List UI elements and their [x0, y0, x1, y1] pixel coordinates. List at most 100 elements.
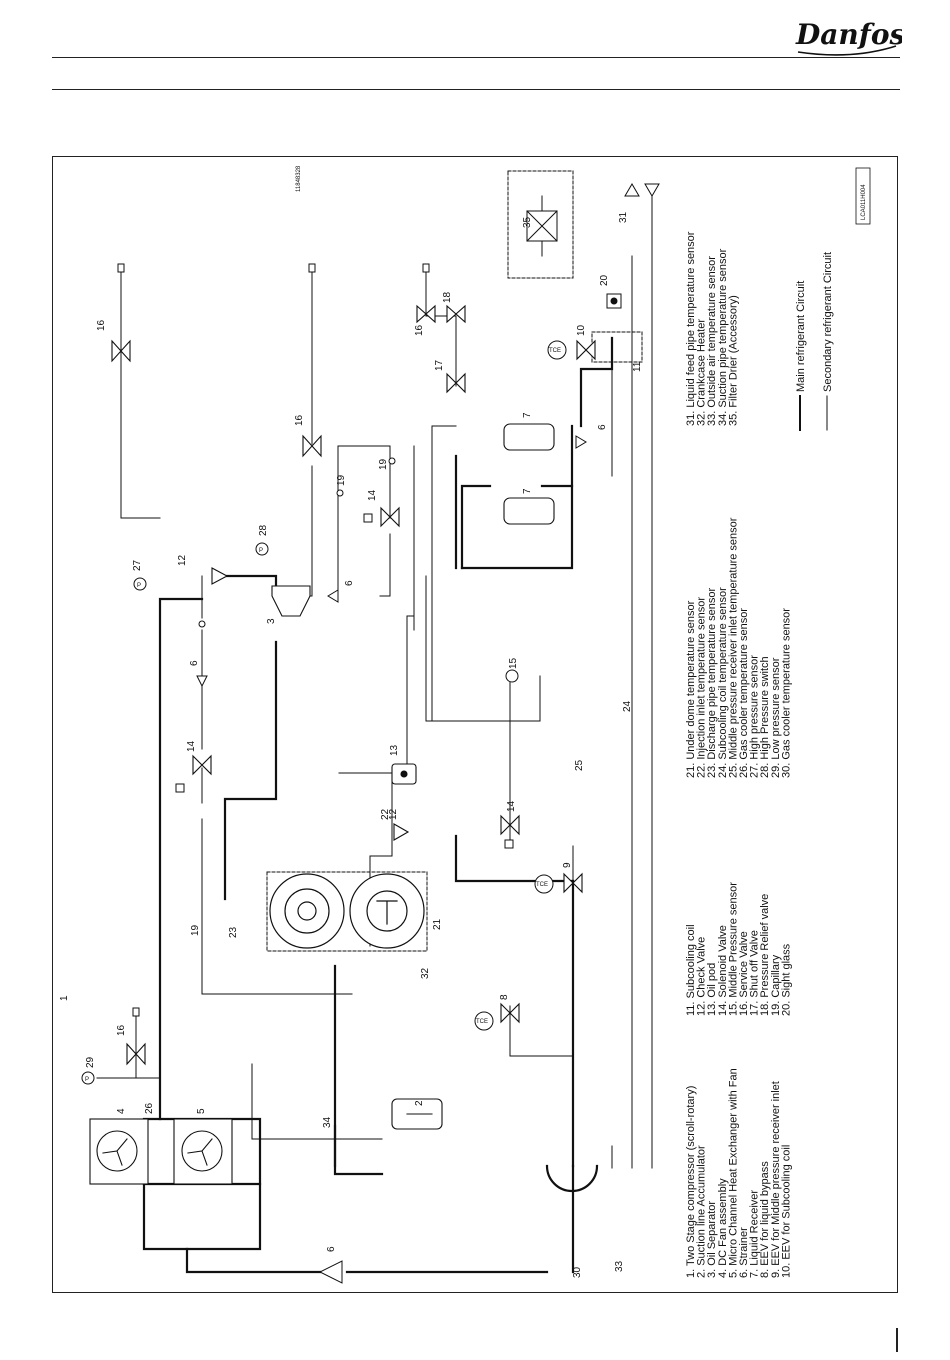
- label-6d: 6: [597, 424, 608, 430]
- refrigerant-circuit-diagram: TCE TCE TCE P P P 1 2: [52, 156, 898, 1293]
- label-20: 20: [599, 274, 610, 286]
- label-33: 33: [614, 1260, 625, 1272]
- drawing-code: LCA011H004: [861, 184, 867, 220]
- legend-item: 5. Micro Channel Heat Exchanger with Fan: [727, 1068, 739, 1278]
- label-15: 15: [508, 657, 519, 669]
- strainer: [196, 435, 587, 1284]
- legend-item: 34. Suction pipe temperature sensor: [717, 248, 729, 426]
- legend-item: 35. Filter Drier (Accessory): [727, 295, 739, 426]
- solenoid-coils: [175, 513, 514, 849]
- label-23: 23: [228, 926, 239, 938]
- legend-item: 3. Oil Separator: [706, 1201, 718, 1278]
- label-19: 19: [190, 924, 201, 936]
- label-2: 2: [414, 1100, 425, 1106]
- tce-label-9: TCE: [536, 882, 548, 888]
- pressure-symbol-27: P: [137, 583, 141, 589]
- legend-item: 4. DC Fan assembly: [717, 1178, 729, 1278]
- legend-item: 7. Liquid Receiver: [749, 1190, 761, 1278]
- dc-fan-assembly: [89, 1118, 233, 1185]
- label-12: 12: [177, 554, 188, 566]
- label-9: 9: [562, 862, 573, 868]
- legend-item: 30. Gas cooler temperature sensor: [780, 608, 792, 778]
- label-25: 25: [574, 759, 585, 771]
- capillaries: [198, 457, 396, 628]
- valve-symbols: [111, 304, 596, 1066]
- drawing-code-box: LCA011H004: [855, 167, 871, 225]
- flow-arrows: [624, 183, 660, 197]
- legend-item: 1. Two Stage compressor (scroll-rotary): [685, 1086, 697, 1278]
- label-16d: 16: [116, 1024, 127, 1036]
- legend-item: 29. Low pressure sensor: [770, 657, 782, 778]
- label-14c: 14: [506, 800, 517, 812]
- legend-item: 12. Check Valve: [696, 937, 708, 1016]
- label-16c: 16: [414, 324, 425, 336]
- label-6: 6: [326, 1246, 337, 1252]
- pressure-symbol-28: P: [259, 548, 263, 554]
- label-8: 8: [499, 994, 510, 1000]
- label-16: 16: [96, 319, 107, 331]
- label-14: 14: [186, 740, 197, 752]
- legend-item: 9. EEV for Middle pressure receiver inle…: [770, 1081, 782, 1278]
- legend-item: 6. Strainer: [738, 1227, 750, 1278]
- oil-separator: [271, 585, 311, 617]
- legend-line-samples: [799, 395, 828, 431]
- legend-item: 16. Service Valve: [738, 931, 750, 1016]
- tce-actuators: [474, 340, 567, 1031]
- label-10: 10: [576, 324, 587, 336]
- legend-item: 24. Subcooling coil temperature sensor: [717, 587, 729, 778]
- label-31: 31: [618, 211, 629, 223]
- legend-item: 27. High pressure sensor: [749, 655, 761, 778]
- liquid-receiver: [503, 423, 555, 525]
- pressure-sensors: [81, 542, 519, 1085]
- legend-item: 10. EEV for Subcooling coil: [780, 1145, 792, 1278]
- header-top-rule: [52, 57, 900, 58]
- service-port-caps: [117, 263, 430, 1017]
- label-21: 21: [432, 918, 443, 930]
- secondary-circuit-piping: [96, 170, 653, 1169]
- label-7: 7: [522, 488, 533, 494]
- label-1: 1: [59, 995, 70, 1001]
- label-27: 27: [132, 559, 143, 571]
- legend-item: 25. Middle pressure receiver inlet tempe…: [727, 517, 739, 778]
- label-12b: 12: [388, 808, 399, 820]
- label-11: 11: [632, 361, 643, 372]
- tce-label-8: TCE: [476, 1019, 488, 1025]
- label-5: 5: [196, 1108, 207, 1114]
- label-32: 32: [420, 967, 431, 979]
- legend-item: 20. Sight glass: [780, 943, 792, 1016]
- legend-item: 13. Oil pod: [706, 963, 718, 1016]
- legend-item: 19. Capillary: [770, 954, 782, 1016]
- tce-label-10: TCE: [549, 348, 561, 354]
- legend-item: 21. Under dome temperature sensor: [685, 600, 697, 778]
- legend-item: 26. Gas cooler temperature sensor: [738, 608, 750, 778]
- danfoss-logo: Danfoss: [792, 14, 921, 58]
- legend-item: 28. High Pressure switch: [759, 656, 771, 778]
- suction-accumulator: [391, 1098, 443, 1130]
- label-35: 35: [522, 216, 533, 228]
- diagram-frame: [52, 156, 898, 1293]
- main-circuit-piping: [142, 336, 614, 1274]
- component-labels: 1 2 3 4 5 6 6 6 6 7 7 8 9 10 11 12 12 13…: [59, 211, 643, 1278]
- label-4: 4: [116, 1108, 127, 1114]
- oil-pod: [391, 763, 417, 785]
- brand-logo-text: Danfoss: [795, 18, 902, 51]
- tiny-code: 11848328: [296, 165, 302, 192]
- legend-item: 2. Suction line Accumulator: [696, 1145, 708, 1278]
- label-30: 30: [572, 1266, 583, 1278]
- legend-item: 17. Shut off Valve: [749, 930, 761, 1016]
- label-26: 26: [144, 1102, 155, 1114]
- label-19c: 19: [378, 458, 389, 470]
- legend-item: 11. Subcooling coil: [685, 924, 697, 1016]
- legend-item: 8. EEV for liquid bypass: [759, 1161, 771, 1278]
- legend-secondary-circuit: Secondary refrigerant Circuit: [822, 252, 834, 392]
- legend-item: 32. Crankcase Heater: [696, 319, 708, 426]
- label-29: 29: [85, 1056, 96, 1068]
- label-6b: 6: [189, 660, 200, 666]
- label-24: 24: [622, 700, 633, 712]
- page-marker: [896, 1328, 898, 1352]
- label-18: 18: [442, 291, 453, 303]
- legend-item: 31. Liquid feed pipe temperature sensor: [685, 231, 697, 426]
- label-17: 17: [434, 359, 445, 371]
- label-6c: 6: [344, 580, 355, 586]
- label-34: 34: [322, 1116, 333, 1128]
